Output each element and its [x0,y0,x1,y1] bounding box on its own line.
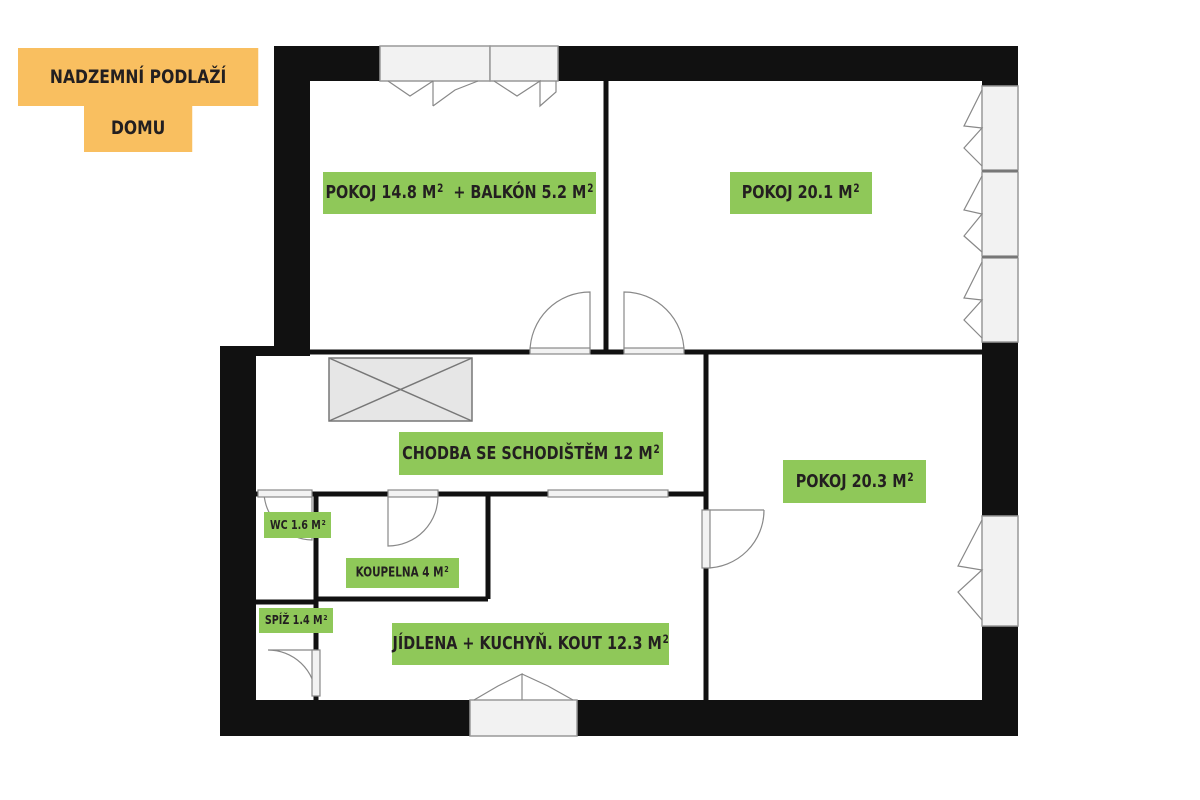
label-wc-sup: 2 [321,517,326,527]
door-bedroom-top-right [623,291,685,353]
label-bedroom-top-right: POKOJ 20.1 M2 [730,172,872,214]
label-pantry-sup: 2 [323,613,328,623]
label-balcony-text: + BALKÓN 5.2 M [453,182,587,204]
label-wc: WC 1.6 M2 [264,512,331,538]
label-bathroom: KOUPELNA 4 M2 [346,558,459,588]
wall-left-lower [220,346,256,736]
door-bedroom-top-left [529,291,591,353]
label-bedroom-right-text: POKOJ 20.3 M [795,471,907,493]
passage-kitchen [547,489,669,498]
window-right-1 [981,85,1019,171]
door-bedroom-right [705,509,765,569]
door-pantry [267,649,317,697]
label-dining-kitchen: JÍDLENA + KUCHYŇ. KOUT 12.3 M2 [392,623,669,665]
window-right-lower [981,515,1019,627]
label-bedroom-top-right-text: POKOJ 20.1 M [742,182,853,204]
window-right-3 [981,257,1019,343]
door-pantry-leaf [311,649,321,697]
label-hallway-text: CHODBA SE SCHODIŠTĚM 12 M [402,443,653,465]
window-bottom [469,699,578,737]
stair-diagonal-b [328,357,473,422]
door-bedroom-right-leaf [701,509,711,569]
label-bedroom-right: POKOJ 20.3 M2 [783,460,926,503]
window-swing-top-2 [493,79,557,108]
label-bathroom-text: KOUPELNA 4 M [355,565,444,581]
window-swing-right-lower [957,519,984,621]
label-dining-kitchen-text: JÍDLENA + KUCHYŇ. KOUT 12.3 M [392,633,662,655]
window-swing-bottom [473,673,574,701]
window-right-2 [981,171,1019,257]
title-line-2: DOMU [110,117,166,139]
staircase [328,357,473,422]
label-dining-kitchen-sup: 2 [662,633,669,647]
label-bedroom-right-sup: 2 [907,470,914,484]
wall-bottom [220,700,1018,736]
door-swings [257,79,984,701]
windows [379,45,1019,737]
label-wc-text: WC 1.6 M [269,518,321,533]
label-hallway: CHODBA SE SCHODIŠTĚM 12 M2 [399,432,663,475]
wall-left-upper [274,46,310,352]
label-pantry-text: SPÍŽ 1.4 M [264,613,323,628]
title-line-1: NADZEMNÍ PODLAŽÍ [49,66,227,88]
window-swing-top-1 [387,80,479,107]
title-box-bottom: DOMU [84,104,193,152]
window-swing-right-3 [963,261,984,339]
door-bedroom-top-right-leaf [623,347,685,355]
label-bathroom-sup: 2 [444,565,450,575]
window-swing-right-2 [963,175,984,253]
label-hallway-sup: 2 [653,442,660,456]
label-bedroom-top-left: POKOJ 14.8 M2 + BALKÓN 5.2 M2 [323,172,596,214]
window-top-left-a [379,45,491,82]
window-top-left-b [489,45,559,82]
title-box-top: NADZEMNÍ PODLAŽÍ [18,48,259,106]
window-swing-right-1 [963,89,984,167]
label-balcony-sup: 2 [587,182,594,196]
label-bedroom-top-left-sup: 2 [437,182,444,196]
label-bedroom-top-left-text: POKOJ 14.8 M [325,182,437,204]
door-bedroom-top-left-leaf [529,347,591,355]
door-wc-leaf [257,489,313,498]
label-bedroom-top-right-sup: 2 [853,182,860,196]
label-pantry: SPÍŽ 1.4 M2 [259,608,333,633]
door-bathroom-leaf [387,489,439,498]
door-bathroom [387,493,439,547]
